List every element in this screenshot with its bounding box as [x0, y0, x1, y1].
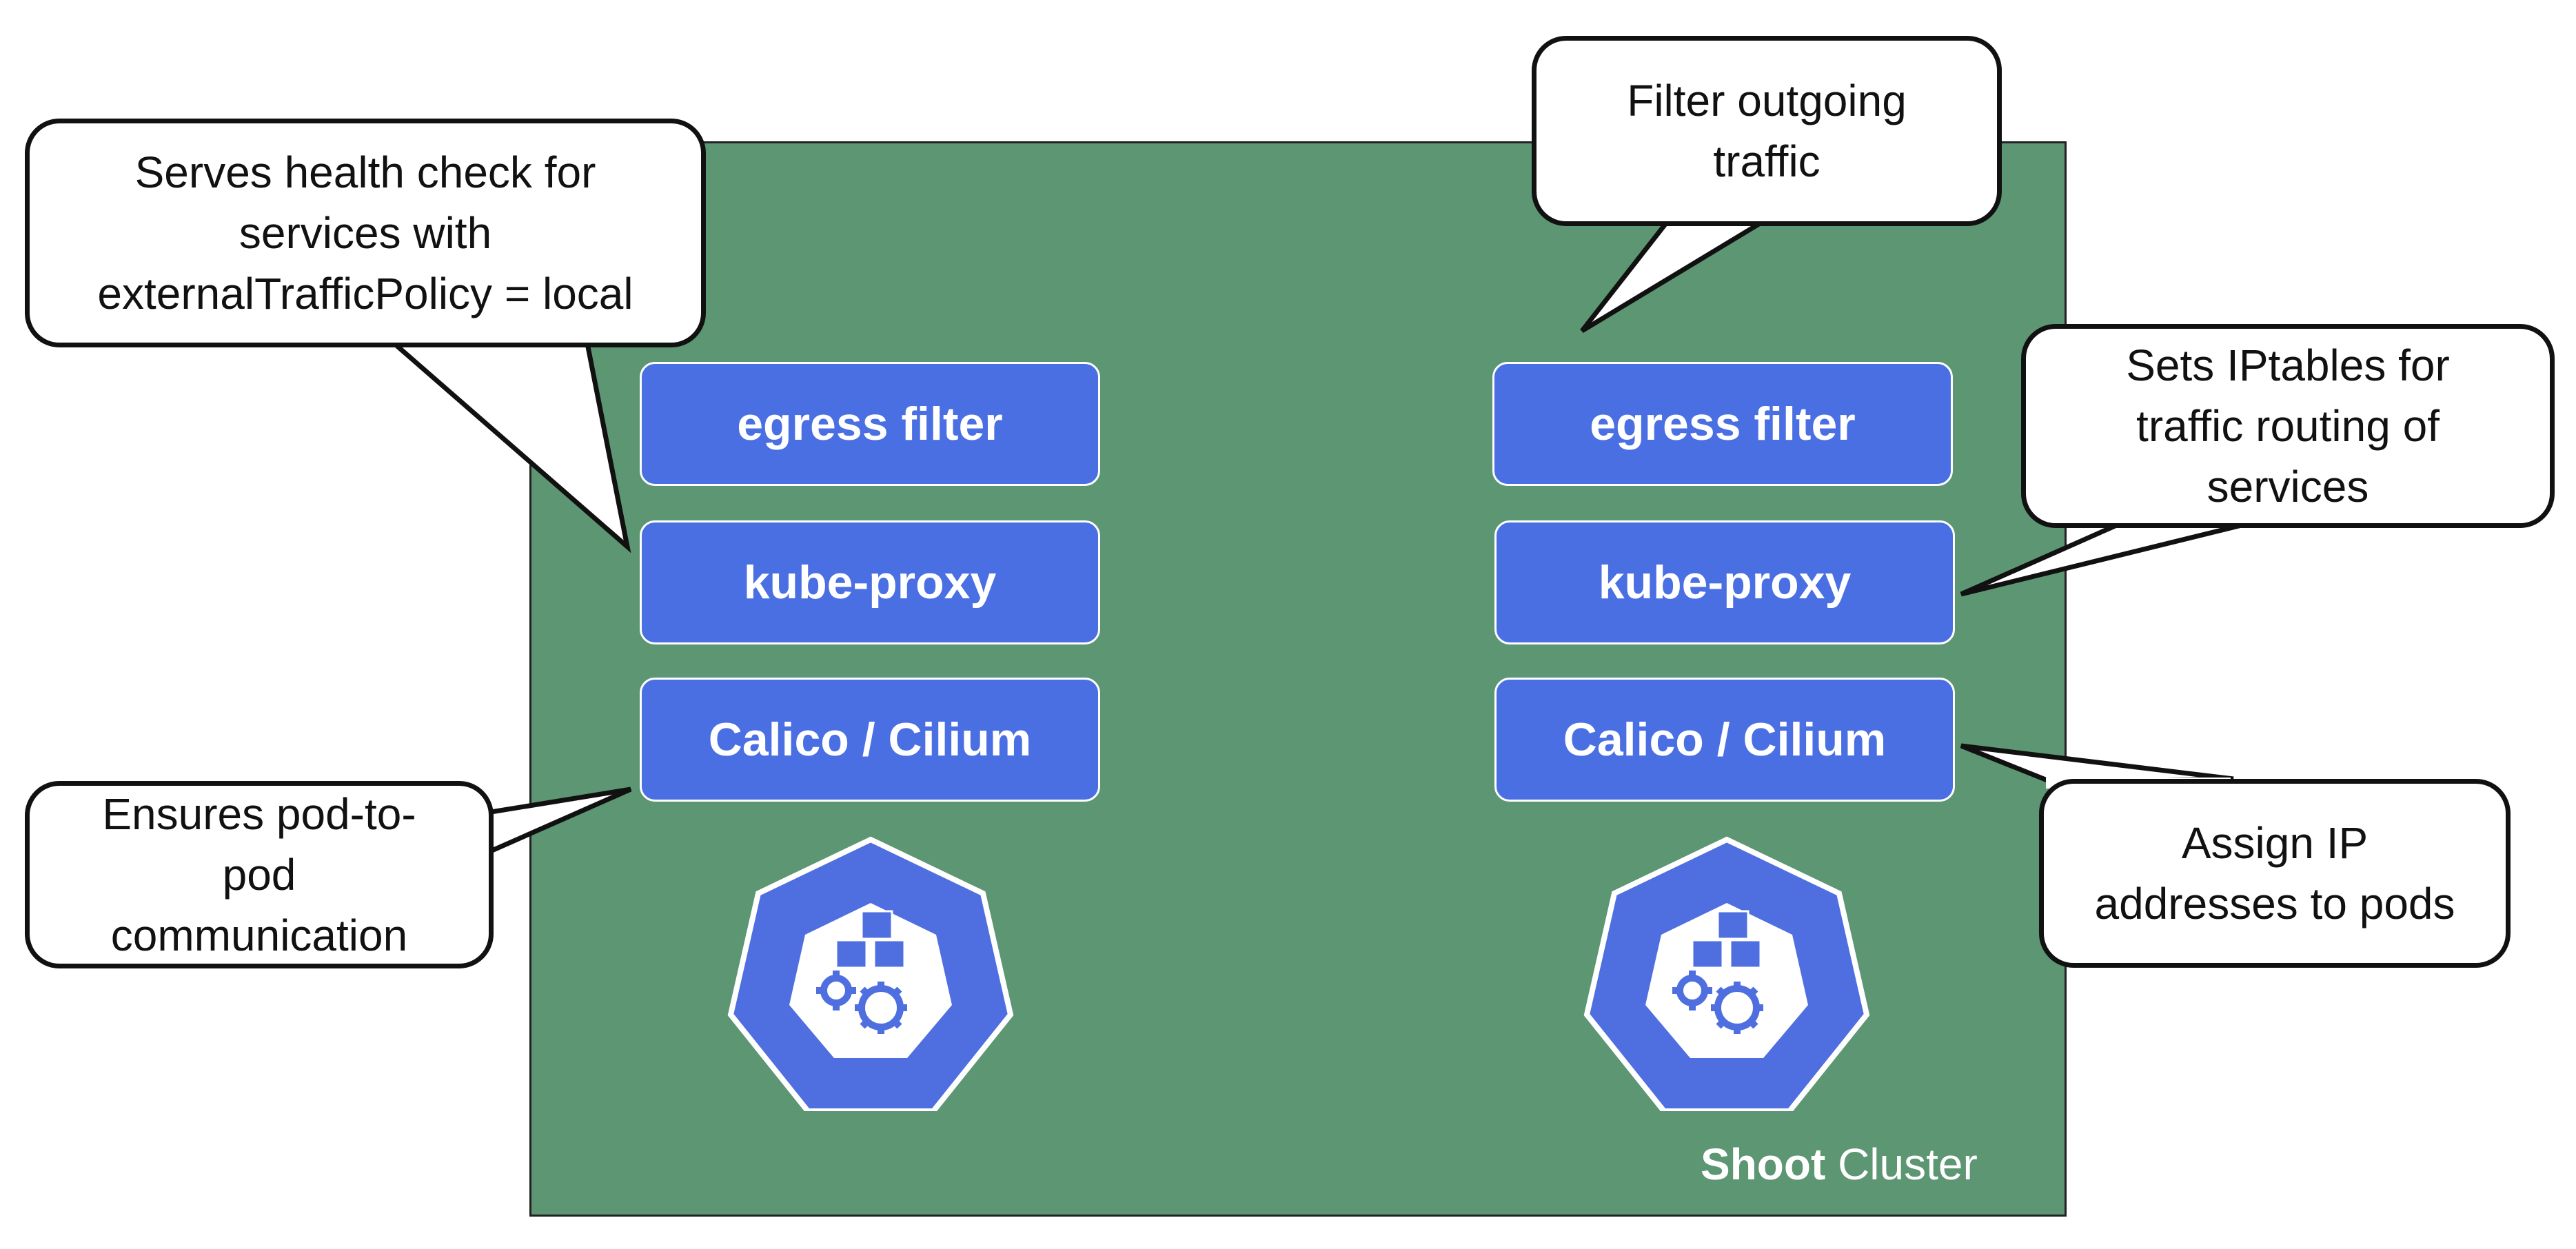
callout-line: services with — [239, 208, 492, 258]
left-calico-cilium[interactable]: Calico / Cilium — [640, 678, 1100, 802]
callout-pod-comm: Ensures pod-to- pod communication — [25, 781, 494, 968]
callout-tail-health-check — [379, 334, 631, 554]
cluster-label-rest: Cluster — [1825, 1139, 1978, 1189]
callout-health-check: Serves health check for services with ex… — [25, 119, 706, 347]
callout-tail-iptables — [1960, 521, 2248, 597]
callout-line: Serves health check for — [134, 148, 596, 197]
kubernetes-node-icon — [1583, 836, 1870, 1111]
callout-line: traffic — [1713, 136, 1821, 186]
callout-line: pod — [222, 850, 296, 900]
callout-tail-assign-ip — [1960, 743, 2234, 784]
callout-line: Filter outgoing — [1627, 76, 1907, 125]
cluster-label: Shoot Cluster — [1701, 1139, 1978, 1190]
callout-assign-ip: Assign IP addresses to pods — [2039, 779, 2511, 968]
left-egress-filter[interactable]: egress filter — [640, 362, 1100, 486]
callout-tail-filter-out — [1580, 218, 1774, 333]
right-kube-proxy[interactable]: kube-proxy — [1494, 520, 1955, 644]
callout-line: externalTrafficPolicy = local — [97, 269, 633, 318]
right-calico-cilium[interactable]: Calico / Cilium — [1494, 678, 1955, 802]
kubernetes-node-icon — [727, 836, 1014, 1111]
callout-iptables: Sets IPtables for traffic routing of ser… — [2021, 324, 2555, 528]
right-egress-filter[interactable]: egress filter — [1492, 362, 1953, 486]
left-kube-proxy[interactable]: kube-proxy — [640, 520, 1100, 644]
callout-line: addresses to pods — [2094, 879, 2455, 928]
callout-line: Sets IPtables for — [2126, 341, 2450, 390]
callout-tail-pod-comm — [480, 786, 632, 859]
callout-line: communication — [110, 911, 408, 960]
callout-line: traffic routing of — [2136, 401, 2440, 451]
callout-line: services — [2207, 462, 2369, 511]
callout-line: Assign IP — [2181, 818, 2369, 868]
callout-filter-out: Filter outgoing traffic — [1532, 36, 2002, 226]
cluster-label-bold: Shoot — [1701, 1139, 1826, 1189]
callout-line: Ensures pod-to- — [102, 789, 416, 839]
